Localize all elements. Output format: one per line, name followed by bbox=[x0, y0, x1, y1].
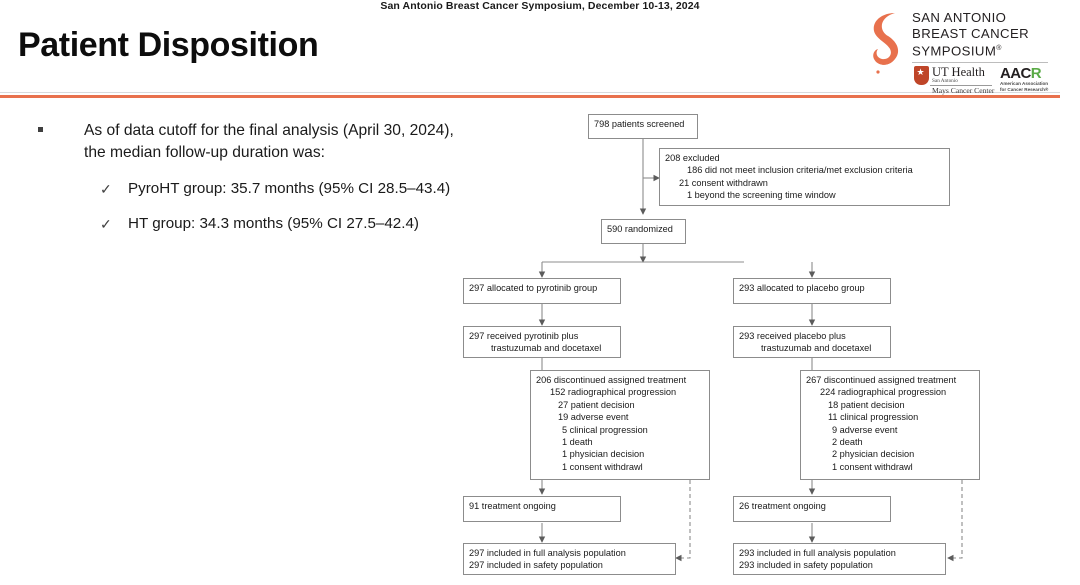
flow-box-right-discontinued-item-7: 1 consent withdrawl bbox=[832, 461, 913, 472]
check-mark-icon: ✓ bbox=[100, 216, 112, 232]
flow-box-excluded: 208 excluded 186 did not meet inclusion … bbox=[659, 148, 950, 206]
flow-box-left-discontinued-item-1: 152 radiographical progression bbox=[550, 387, 677, 398]
bullet-sub-ht-label: HT group: 34.3 months (95% CI 27.5–42.4) bbox=[128, 215, 419, 232]
flow-box-right-received: 293 received placebo plus trastuzumab an… bbox=[733, 326, 891, 358]
flow-box-left-allocated-label: 297 allocated to pyrotinib group bbox=[469, 283, 598, 293]
logo-line-1: SAN ANTONIO bbox=[912, 10, 1007, 25]
bullet-sub-pyroht-label: PyroHT group: 35.7 months (95% CI 28.5–4… bbox=[128, 180, 451, 197]
shield-star-icon bbox=[914, 66, 929, 85]
flow-box-right-discontinued-head: 267 discontinued assigned treatment bbox=[806, 375, 957, 385]
flow-box-left-ongoing-label: 91 treatment ongoing bbox=[469, 501, 556, 511]
flow-box-left-population: 297 included in full analysis population… bbox=[463, 543, 676, 575]
flow-box-right-discontinued-item-4: 9 adverse event bbox=[832, 424, 898, 435]
bullet-sub-pyroht: ✓ PyroHT group: 35.7 months (95% CI 28.5… bbox=[34, 179, 554, 199]
flow-box-left-population-line1: 297 included in full analysis population bbox=[469, 548, 626, 558]
flow-box-left-discontinued-item-5: 1 death bbox=[562, 437, 593, 448]
square-bullet-icon bbox=[38, 127, 43, 132]
flow-box-screened: 798 patients screened bbox=[588, 114, 698, 139]
sabcs-ribbon-icon bbox=[873, 13, 899, 74]
ut-health-rule bbox=[930, 85, 992, 86]
sabcs-logo-block: SAN ANTONIO BREAST CANCER SYMPOSIUM® UT … bbox=[868, 8, 1050, 97]
ut-health-logo: UT Health San Antonio Mays Cancer Center bbox=[914, 65, 995, 98]
ut-health-location: San Antonio bbox=[932, 78, 958, 84]
flow-box-excluded-item-1: 186 did not meet inclusion criteria/met … bbox=[687, 165, 913, 176]
flow-box-left-received-line2: trastuzumab and docetaxel bbox=[491, 343, 602, 354]
ut-health-name: UT Health bbox=[932, 65, 985, 79]
flow-box-randomized: 590 randomized bbox=[601, 219, 686, 244]
flow-box-right-received-line1: 293 received placebo plus bbox=[739, 331, 846, 341]
flow-box-left-discontinued-head: 206 discontinued assigned treatment bbox=[536, 375, 687, 385]
flow-box-right-received-line2: trastuzumab and docetaxel bbox=[761, 343, 872, 354]
flow-box-right-ongoing-label: 26 treatment ongoing bbox=[739, 501, 826, 511]
flow-box-left-discontinued-item-6: 1 physician decision bbox=[562, 449, 645, 460]
flow-box-left-ongoing: 91 treatment ongoing bbox=[463, 496, 621, 522]
flow-box-right-population-line1: 293 included in full analysis population bbox=[739, 548, 896, 558]
flow-box-randomized-label: 590 randomized bbox=[607, 224, 673, 234]
logo-line-2: BREAST CANCER bbox=[912, 25, 1030, 41]
aacr-logo: AACR American Association for Cancer Res… bbox=[1000, 65, 1050, 97]
mays-cancer-center-label: Mays Cancer Center bbox=[932, 86, 995, 95]
flow-box-right-ongoing: 26 treatment ongoing bbox=[733, 496, 891, 522]
flow-box-right-discontinued-item-6: 2 physician decision bbox=[832, 449, 915, 460]
flow-box-left-discontinued-item-4: 5 clinical progression bbox=[562, 424, 648, 435]
conference-header: San Antonio Breast Cancer Symposium, Dec… bbox=[380, 0, 700, 12]
check-mark-icon: ✓ bbox=[100, 181, 112, 197]
flow-box-excluded-item-3: 1 beyond the screening time window bbox=[687, 190, 836, 201]
aacr-subtitle: American Association for Cancer Research… bbox=[1000, 81, 1049, 92]
flow-box-left-discontinued-item-2: 27 patient decision bbox=[558, 399, 635, 410]
flow-box-right-discontinued-item-5: 2 death bbox=[832, 437, 863, 448]
bullet-list: As of data cutoff for the final analysis… bbox=[34, 120, 554, 234]
flow-box-left-discontinued-item-7: 1 consent withdrawl bbox=[562, 461, 643, 472]
header-divider-accent bbox=[0, 95, 1060, 98]
flow-box-right-discontinued-item-1: 224 radiographical progression bbox=[820, 387, 947, 398]
flow-box-right-population: 293 included in full analysis population… bbox=[733, 543, 946, 575]
flow-box-left-received-line1: 297 received pyrotinib plus bbox=[469, 331, 579, 341]
aacr-wordmark: AACR bbox=[1000, 65, 1042, 82]
flow-box-right-discontinued: 267 discontinued assigned treatment 224 … bbox=[800, 370, 980, 480]
bullet-sub-ht: ✓ HT group: 34.3 months (95% CI 27.5–42.… bbox=[34, 214, 554, 234]
flow-box-right-discontinued-item-2: 18 patient decision bbox=[828, 399, 905, 410]
flow-box-left-discontinued-item-3: 19 adverse event bbox=[558, 412, 629, 423]
flow-box-right-discontinued-item-3: 11 clinical progression bbox=[828, 412, 919, 423]
flow-box-right-population-line2: 293 included in safety population bbox=[739, 560, 873, 571]
bullet-primary: As of data cutoff for the final analysis… bbox=[34, 120, 554, 164]
registered-mark: ® bbox=[996, 45, 1002, 52]
flow-box-left-discontinued: 206 discontinued assigned treatment 152 … bbox=[530, 370, 710, 480]
flow-box-excluded-head: 208 excluded bbox=[665, 153, 720, 163]
bullet-primary-line1: As of data cutoff for the final analysis… bbox=[84, 122, 454, 139]
sabcs-logo-text: SAN ANTONIO BREAST CANCER SYMPOSIUM® bbox=[912, 10, 1048, 59]
page-title: Patient Disposition bbox=[18, 26, 319, 64]
logo-line-3: SYMPOSIUM® bbox=[912, 43, 1002, 59]
flow-box-left-received: 297 received pyrotinib plus trastuzumab … bbox=[463, 326, 621, 358]
bullet-primary-line2: the median follow-up duration was: bbox=[84, 144, 325, 161]
header-divider-gray bbox=[0, 92, 1060, 93]
flow-box-right-allocated: 293 allocated to placebo group bbox=[733, 278, 891, 304]
flow-box-left-allocated: 297 allocated to pyrotinib group bbox=[463, 278, 621, 304]
flow-box-right-allocated-label: 293 allocated to placebo group bbox=[739, 283, 865, 293]
flow-box-excluded-item-2: 21 consent withdrawn bbox=[679, 177, 768, 188]
flow-box-screened-label: 798 patients screened bbox=[594, 119, 685, 129]
logo-separator-rule bbox=[912, 62, 1048, 63]
flow-box-left-population-line2: 297 included in safety population bbox=[469, 560, 603, 571]
